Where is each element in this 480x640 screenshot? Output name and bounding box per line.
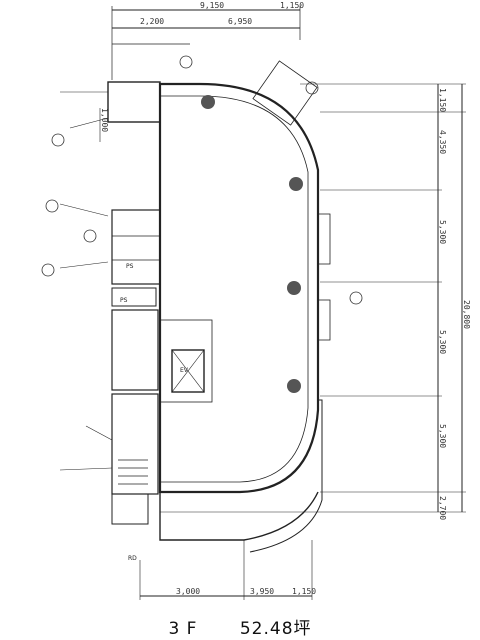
column-1	[201, 95, 215, 109]
terrace-curve	[249, 399, 323, 553]
top-dim-2: 9,150	[200, 1, 224, 10]
bottom-dim-3: 1,150	[292, 587, 316, 596]
callout-4	[41, 263, 55, 277]
floor-outline	[158, 82, 320, 494]
toilet-block	[111, 209, 161, 285]
tag-ps-2: PS	[126, 263, 134, 270]
elevator-shaft	[171, 349, 205, 393]
leader-5	[85, 425, 113, 441]
right-dim-5: 5,300	[438, 424, 447, 448]
bottom-dim-1: 3,000	[176, 587, 200, 596]
top-dim-4: 6,950	[228, 17, 252, 26]
column-4	[287, 379, 301, 393]
left-dim-1: 1,000	[100, 108, 109, 132]
column-2	[289, 177, 303, 191]
elevator-cross-2	[171, 349, 205, 393]
pipe-shaft-room	[111, 287, 157, 307]
callout-1	[51, 133, 65, 147]
bottom-dim-2: 3,950	[250, 587, 274, 596]
elevator-hall	[159, 319, 213, 403]
floor-caption: 3 F 52.48坪	[0, 614, 480, 639]
tag-ev: EV	[180, 367, 189, 374]
floor-plan-drawing: 1,150 9,150 2,200 6,950 1,150 4,350 5,30…	[41, 1, 471, 600]
column-3	[287, 281, 301, 295]
callout-7	[349, 291, 363, 305]
leader-6	[59, 467, 113, 471]
window-right-2	[317, 299, 331, 341]
rooftop-unit	[252, 60, 318, 126]
callout-5	[179, 55, 193, 69]
tag-ps-1: PS	[120, 297, 128, 304]
floor-area: 52.48坪	[239, 619, 312, 639]
stair-room-top	[107, 81, 161, 123]
window-right-1	[317, 213, 331, 265]
right-dim-6: 2,700	[438, 496, 447, 520]
floor-label: 3 F	[168, 619, 198, 639]
right-dim-2: 4,350	[438, 130, 447, 154]
right-dim-1: 1,150	[438, 88, 447, 112]
callout-2	[45, 199, 59, 213]
stairwell	[111, 393, 159, 495]
storage-room	[111, 309, 159, 391]
right-dim-3: 5,300	[438, 220, 447, 244]
top-dim-3: 2,200	[140, 17, 164, 26]
top-dim-1: 1,150	[280, 1, 304, 10]
floor-outline-inner	[160, 95, 309, 483]
callout-6	[305, 81, 319, 95]
terrace	[159, 491, 319, 541]
leader-4	[59, 261, 109, 269]
tag-rd: RD	[128, 555, 137, 562]
leader-2	[69, 117, 109, 129]
callout-3	[83, 229, 97, 243]
right-dim-4: 5,300	[438, 330, 447, 354]
leader-3	[59, 203, 109, 217]
right-dim-total: 20,800	[462, 300, 471, 329]
stair-lower	[111, 493, 149, 525]
